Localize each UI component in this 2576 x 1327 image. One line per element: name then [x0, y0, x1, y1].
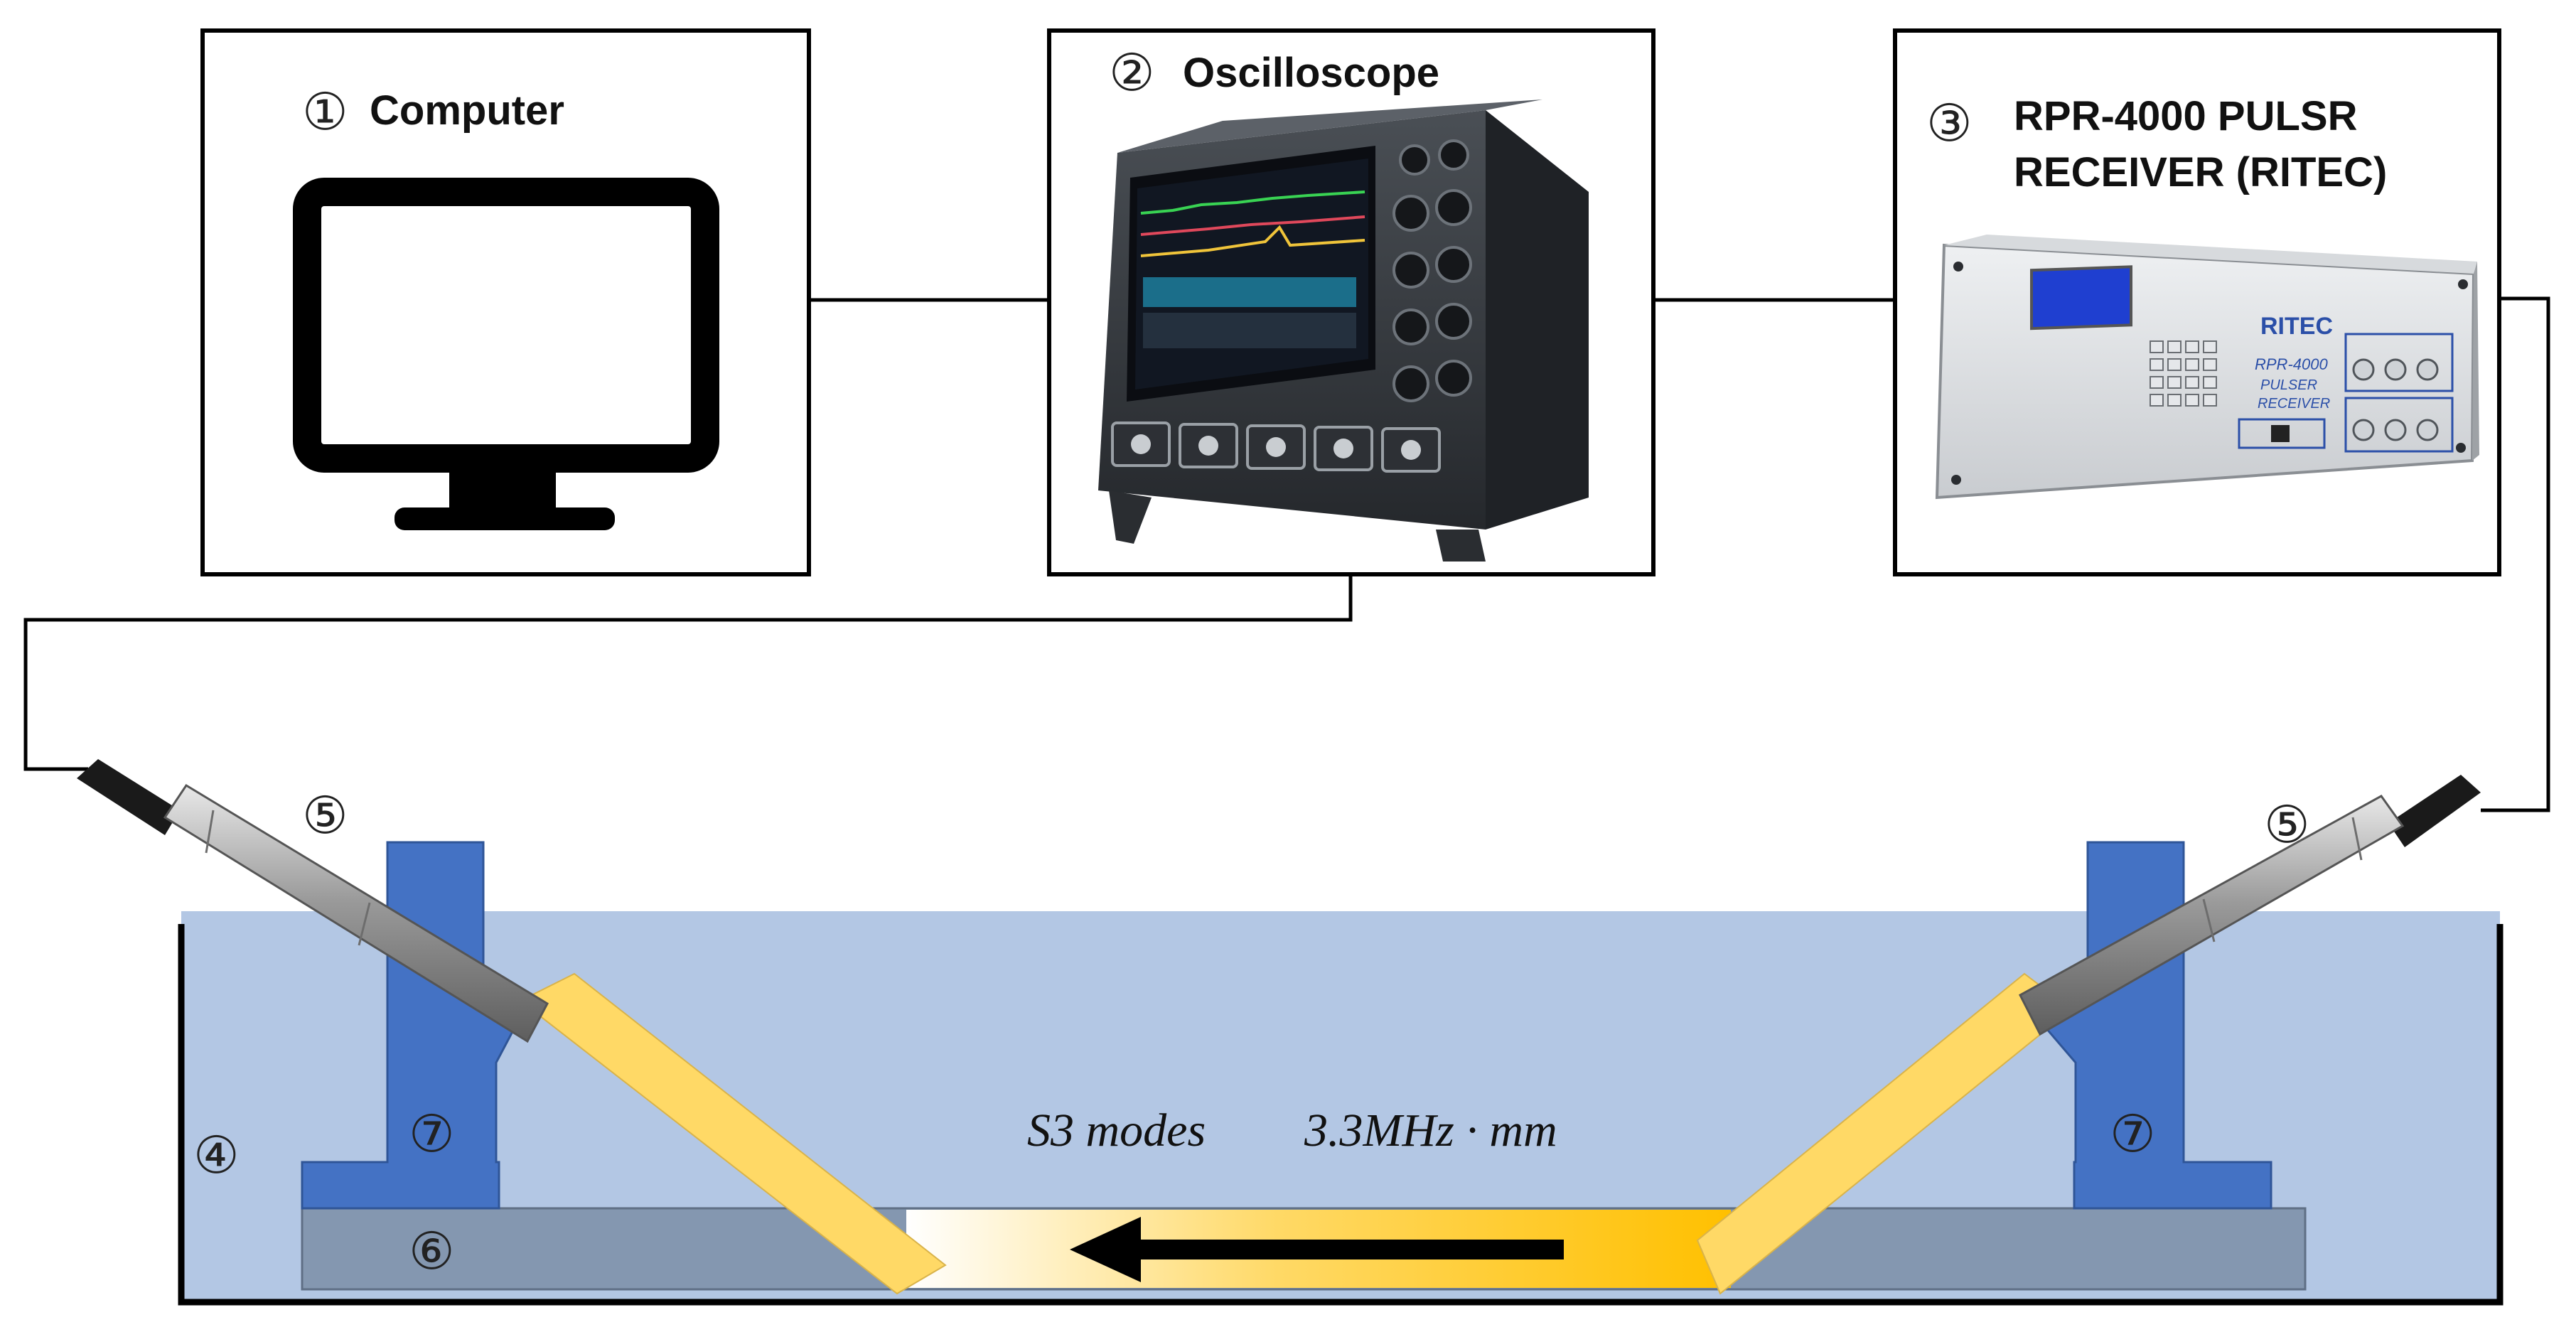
- pulser-number: ③: [1926, 93, 1973, 153]
- oscilloscope-image: [1098, 100, 1589, 562]
- wedge-left-number: ⑦: [409, 1104, 455, 1164]
- transducer-left: [77, 759, 549, 1043]
- connection-cables: [23, 296, 2550, 812]
- pulser-panel-line2: PULSER: [2260, 377, 2317, 393]
- pulser-label-line1: RPR-4000 PULSR: [2014, 93, 2357, 139]
- pulser-panel-model: RPR-4000: [2255, 355, 2328, 373]
- oscilloscope-label: Oscilloscope: [1183, 50, 1439, 96]
- oscilloscope-number: ②: [1109, 43, 1155, 102]
- tank-walls: [178, 924, 2503, 1306]
- transducer-right: [2019, 775, 2481, 1036]
- oscilloscope-box: ② Oscilloscope: [1047, 28, 1655, 576]
- specimen-number: ⑥: [409, 1221, 455, 1281]
- pulser-receiver-image: RITEC RPR-4000 PULSER RECEIVER: [1935, 235, 2479, 500]
- wave-direction-arrow: [1070, 1217, 1564, 1282]
- cable-oscilloscope-left-transducer: [23, 576, 1353, 771]
- pulser-keypad: [2150, 340, 2217, 407]
- monitor-icon: [293, 178, 719, 530]
- computer-box: ① Computer: [200, 28, 811, 576]
- transducer-left-number: ⑤: [302, 785, 348, 845]
- wedge-right-number: ⑦: [2110, 1104, 2156, 1164]
- water-tank-number: ④: [193, 1125, 240, 1185]
- wedge-left: [301, 841, 524, 1210]
- pulser-receiver-box: ③ RPR-4000 PULSR RECEIVER (RITEC) RITEC …: [1893, 28, 2501, 576]
- computer-label: Computer: [370, 87, 564, 134]
- mode-label: S3 modes: [1027, 1105, 1206, 1156]
- pulser-panel-brand: RITEC: [2260, 313, 2333, 340]
- ultrasonic-beam-left: [519, 972, 947, 1295]
- pulser-label-line2: RECEIVER (RITEC): [2014, 149, 2387, 195]
- cable-pulser-right-transducer: [2481, 296, 2550, 812]
- pulser-lcd-display: [2030, 265, 2132, 331]
- computer-number: ①: [302, 82, 348, 141]
- frequency-thickness-label: 3.3MHz · mm: [1304, 1105, 1557, 1156]
- pulser-panel-line3: RECEIVER: [2258, 396, 2330, 412]
- transducer-right-number: ⑤: [2264, 795, 2310, 854]
